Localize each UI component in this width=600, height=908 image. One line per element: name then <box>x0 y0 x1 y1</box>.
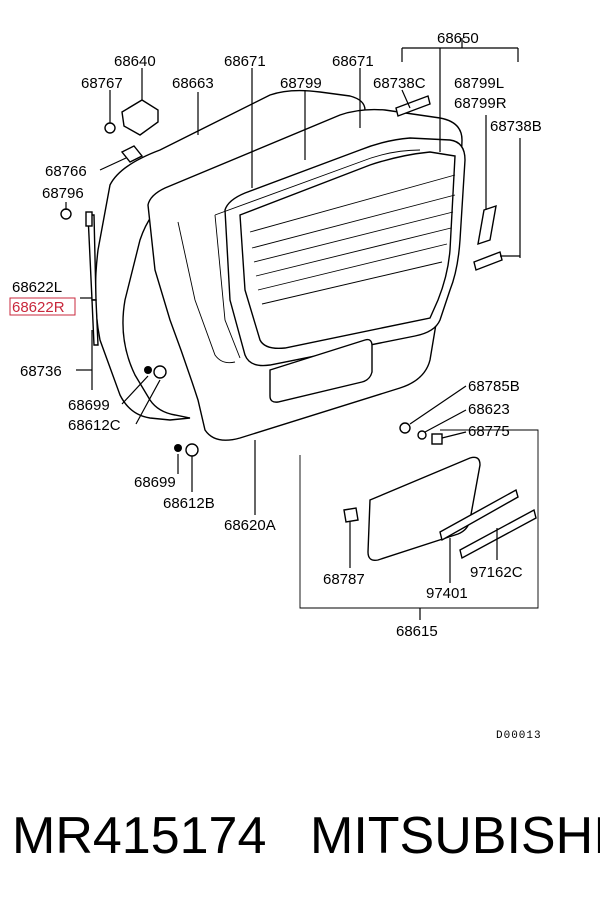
emblem-97401 <box>439 488 519 542</box>
label-68799: 68799 <box>280 75 322 92</box>
hinge-68640 <box>121 99 159 136</box>
garnish-group-box <box>299 429 539 609</box>
glass-seal-inner <box>177 221 236 364</box>
spoiler-68738C <box>395 95 431 117</box>
stopper-68796-side <box>85 211 93 227</box>
label-68699-upper: 68699 <box>68 397 110 414</box>
label-97162C: 97162C <box>470 564 523 581</box>
diagram-code: D00013 <box>496 730 542 742</box>
stopper-68612C <box>153 365 167 379</box>
glass-seal-68799 <box>214 149 421 359</box>
stopper-68699-upper <box>144 366 152 374</box>
label-68796: 68796 <box>42 185 84 202</box>
label-68738B: 68738B <box>490 118 542 135</box>
label-68650: 68650 <box>437 30 479 47</box>
nut-68766 <box>120 145 144 163</box>
tailgate-parts-diagram: 68650 68640 68671 68671 68767 68663 6879… <box>9 30 542 742</box>
leader-lines <box>65 38 521 620</box>
label-68623: 68623 <box>468 401 510 418</box>
stopper-68699-lower <box>174 444 182 452</box>
side-strip-68799R <box>477 204 497 246</box>
defroster-lines <box>249 174 456 305</box>
label-68787: 68787 <box>323 571 365 588</box>
label-68699-lower: 68699 <box>134 474 176 491</box>
bolt-68767 <box>104 122 116 134</box>
part-number: MR415174 <box>12 807 267 865</box>
label-68799R: 68799R <box>454 95 507 112</box>
label-68767: 68767 <box>81 75 123 92</box>
label-68766: 68766 <box>45 163 87 180</box>
label-68615: 68615 <box>396 623 438 640</box>
rear-glass <box>239 151 456 350</box>
label-68671-left: 68671 <box>224 53 266 70</box>
clip-68775 <box>431 433 443 445</box>
footer: MR415174 MITSUBISHI <box>0 800 600 880</box>
label-68799L: 68799L <box>454 75 504 92</box>
label-68775: 68775 <box>468 423 510 440</box>
label-68612C: 68612C <box>68 417 121 434</box>
label-68738C: 68738C <box>373 75 426 92</box>
label-68663: 68663 <box>172 75 214 92</box>
garnish-68615 <box>367 456 481 562</box>
label-97401: 97401 <box>426 585 468 602</box>
label-68640: 68640 <box>114 53 156 70</box>
label-68671-right: 68671 <box>332 53 374 70</box>
label-68622R[interactable]: 68622R <box>12 299 65 316</box>
label-68620A: 68620A <box>224 517 276 534</box>
label-68736: 68736 <box>20 363 62 380</box>
brand-name: MITSUBISHI <box>310 807 600 865</box>
emblem-97162C <box>459 508 537 560</box>
clip-68623 <box>417 430 427 440</box>
stopper-68612B <box>185 443 199 457</box>
gas-strut-rod <box>91 299 99 346</box>
screw-68787 <box>343 507 359 523</box>
label-68612B: 68612B <box>163 495 215 512</box>
highlight-box-68622R <box>9 297 76 316</box>
bolt-68796 <box>60 208 72 220</box>
label-68622L: 68622L <box>12 279 62 296</box>
clip-68785B <box>399 422 411 434</box>
spoiler-68738B <box>473 251 503 271</box>
gas-strut-68622 <box>87 214 97 301</box>
door-seal-68663 <box>94 89 366 421</box>
label-68785B: 68785B <box>468 378 520 395</box>
license-plate-recess <box>269 338 373 403</box>
